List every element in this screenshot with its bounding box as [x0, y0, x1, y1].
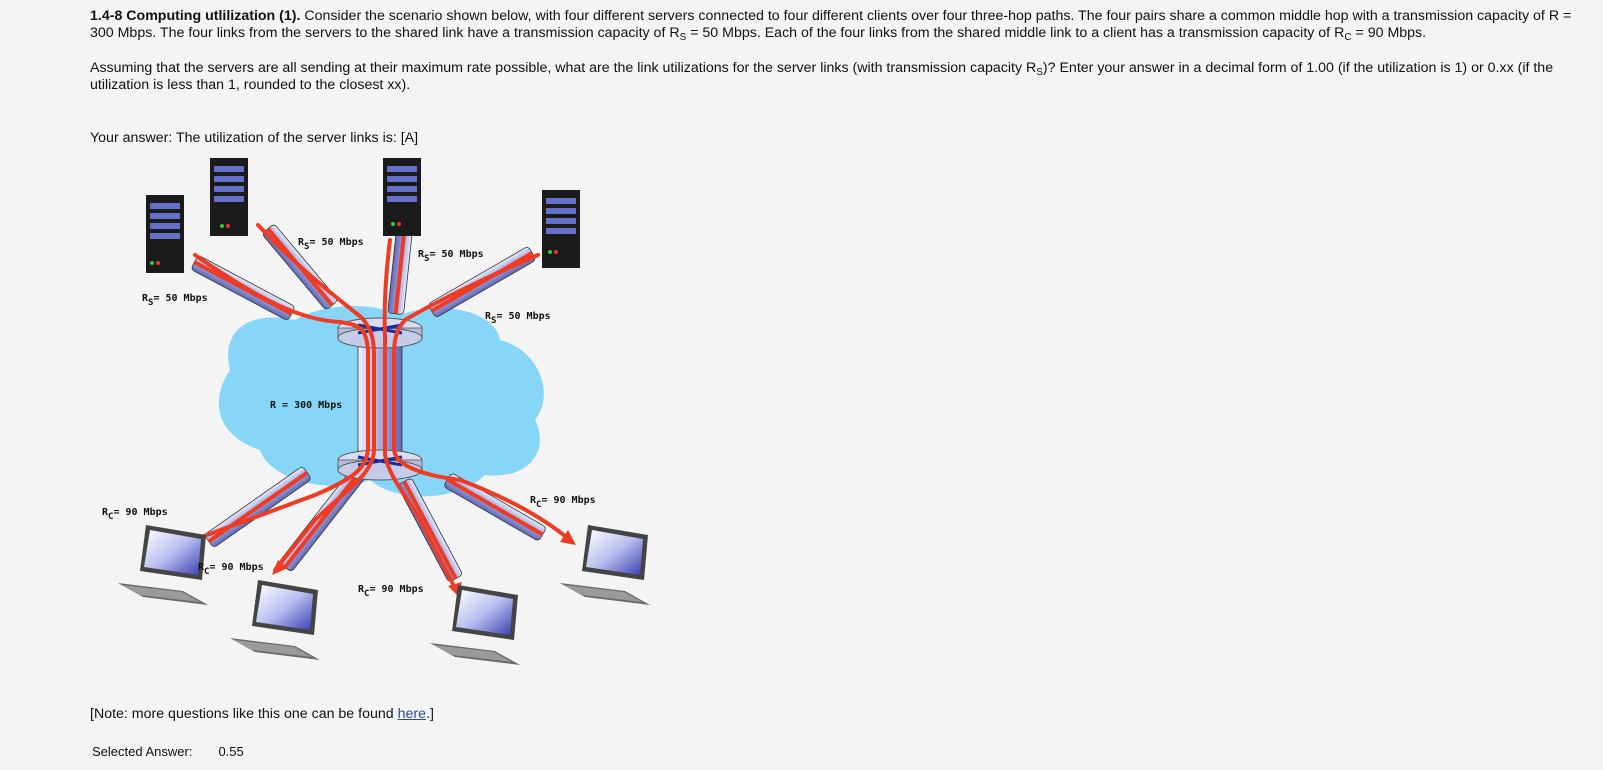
server-3-icon — [383, 158, 421, 236]
selected-answer-label: Selected Answer: — [92, 744, 193, 759]
label-rs-3: RS= 50 Mbps — [418, 249, 484, 264]
label-rc-4: RC= 90 Mbps — [530, 495, 596, 510]
note-text: [Note: more questions like this one can … — [90, 706, 434, 722]
client-link-4 — [444, 473, 546, 541]
network-diagram: RS= 50 Mbps RS= 50 Mbps RS= 50 Mbps RS= … — [100, 150, 660, 675]
server-4-icon — [542, 190, 580, 268]
client-3-icon — [430, 585, 520, 665]
label-rc-1: RC= 90 Mbps — [102, 507, 168, 522]
selected-answer-value: 0.55 — [218, 744, 244, 759]
server-1-icon — [146, 195, 184, 273]
server-2-icon — [210, 158, 248, 236]
label-rc-3: RC= 90 Mbps — [358, 584, 424, 599]
here-link[interactable]: here — [397, 706, 426, 722]
client-2-icon — [230, 580, 320, 660]
label-rc-2: RC= 90 Mbps — [198, 562, 264, 577]
selected-answer: Selected Answer: 0.55 — [92, 744, 244, 759]
question-paragraph-2: Assuming that the servers are all sendin… — [90, 60, 1554, 93]
question-text: 1.4-8 Computing utlilization (1). Consid… — [90, 8, 1575, 94]
label-rs-1: RS= 50 Mbps — [142, 293, 208, 308]
label-rs-4: RS= 50 Mbps — [485, 311, 551, 326]
question-title: 1.4-8 Computing utlilization (1). — [90, 8, 301, 24]
label-rs-2: RS= 50 Mbps — [298, 237, 364, 252]
client-link-1 — [205, 467, 311, 547]
client-link-3 — [398, 478, 462, 582]
network-diagram-svg: RS= 50 Mbps RS= 50 Mbps RS= 50 Mbps RS= … — [102, 158, 650, 665]
client-1-icon — [118, 525, 208, 605]
client-4-icon — [560, 525, 650, 605]
traffic-flows — [178, 223, 572, 592]
question-paragraph-1: 1.4-8 Computing utlilization (1). Consid… — [90, 8, 1572, 43]
your-answer-text: Your answer: The utilization of the serv… — [90, 130, 419, 146]
label-r-shared: R = 300 Mbps — [270, 400, 342, 411]
